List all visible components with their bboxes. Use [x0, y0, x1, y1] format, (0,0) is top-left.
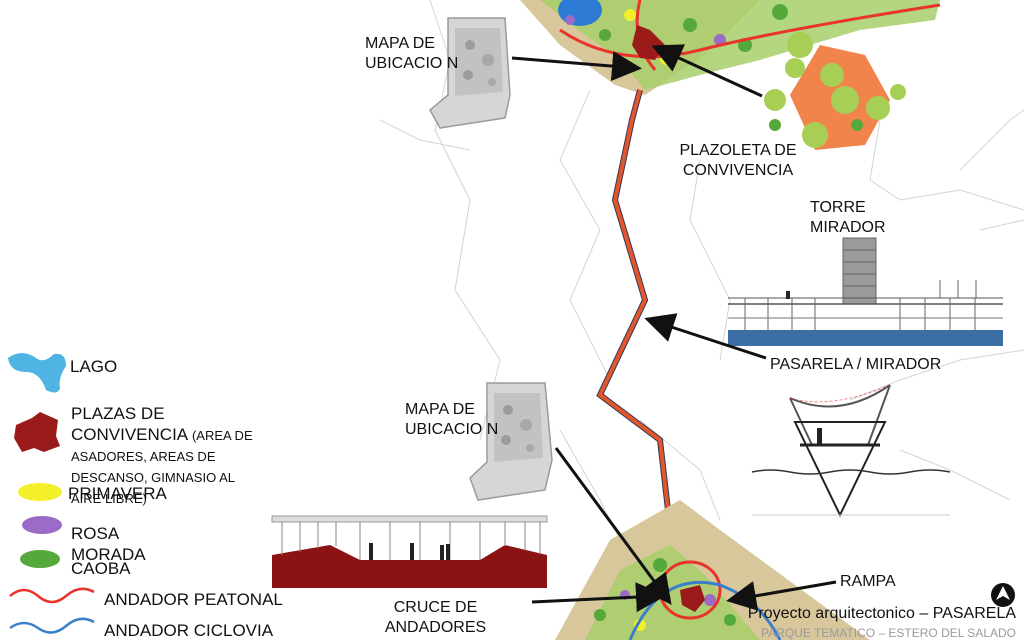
arrow-pasarela — [644, 313, 767, 360]
arrow-mapa-mid — [554, 447, 672, 605]
ciclovia-legend-icon — [9, 617, 95, 634]
caoba-tree — [683, 18, 697, 32]
caoba-tree — [653, 558, 667, 572]
label-pasarela: PASARELA / MIRADOR — [770, 356, 942, 373]
water-band — [728, 330, 1003, 346]
label-mapa-mid: MAPA DE UBICACIO N — [405, 401, 499, 438]
plazoleta-tree — [866, 96, 890, 120]
cruce-elevation — [271, 515, 548, 588]
arrow-cruce — [531, 582, 666, 613]
primavera-legend-icon — [18, 483, 62, 501]
legend-ciclovia: ANDADOR CICLOVIA — [104, 621, 274, 640]
lake-legend-icon — [8, 353, 66, 393]
plazoleta-tree — [764, 89, 786, 111]
plazoleta-area — [764, 32, 906, 150]
legend-plazas: PLAZAS DE CONVIVENCIA (AREA DE ASADORES,… — [71, 403, 261, 508]
caoba-tree — [772, 4, 788, 20]
rosa-tree — [704, 594, 716, 606]
footer-title: Proyecto arquitectonico – PASARELA — [747, 605, 1016, 622]
plazoleta-tree — [785, 58, 805, 78]
zone-bottom-green — [585, 545, 760, 640]
legend-symbols — [8, 353, 95, 634]
label-rampa: RAMPA — [840, 573, 896, 590]
label-torre: TORRE MIRADOR — [810, 199, 886, 236]
label-cruce: CRUCE DE ANDADORES — [384, 599, 487, 636]
callout-arrows — [511, 44, 837, 613]
legend-plazas-title: PLAZAS DE CONVIVENCIA — [71, 404, 188, 444]
legend-caoba: CAOBA — [71, 559, 131, 578]
rosa-tree — [565, 15, 575, 25]
caoba-tree — [724, 614, 736, 626]
plaza-legend-icon — [14, 412, 60, 452]
plazoleta-tree — [787, 32, 813, 58]
label-plazoleta: PLAZOLETA DE CONVIVENCIA — [679, 142, 797, 179]
caoba-tree — [599, 29, 611, 41]
caoba-tree — [594, 609, 606, 621]
plazoleta-tree — [831, 86, 859, 114]
plazoleta-tree — [802, 122, 828, 148]
peatonal-legend-icon — [9, 587, 95, 604]
caoba-legend-icon — [20, 550, 60, 568]
torre-elevation — [728, 237, 1003, 346]
legend-primavera: PRIMAVERA — [68, 484, 167, 503]
pasarela-section — [751, 384, 951, 518]
footer-subtitle: PARQUE TEMATICO – ESTERO DEL SALADO — [761, 626, 1016, 640]
plazoleta-tree — [890, 84, 906, 100]
peatonal-path-top — [559, 3, 941, 59]
plazoleta-tree — [851, 119, 863, 131]
arrow-plazoleta — [651, 44, 763, 98]
plazoleta-tree — [769, 119, 781, 131]
arrow-rampa — [726, 580, 837, 611]
map-monument-icon — [469, 382, 553, 501]
primavera-tree — [624, 9, 636, 21]
legend-plazas-detail: (AREA DE ASADORES, AREAS DE DESCANSO, GI… — [71, 428, 253, 506]
map-monument-icon — [429, 17, 511, 129]
plazoleta-tree — [820, 63, 844, 87]
legend-rosa: ROSA MORADA — [71, 524, 146, 564]
north-arrow-icon — [991, 583, 1015, 607]
plaza-bottom — [680, 585, 705, 612]
arrow-mapa-top — [511, 51, 642, 82]
legend-peatonal: ANDADOR PEATONAL — [104, 590, 283, 609]
bottom-park-zone — [555, 500, 870, 640]
label-mapa-top: MAPA DE UBICACIO N — [365, 35, 459, 72]
pasarela-path — [596, 89, 675, 546]
terrain-lines — [379, 0, 1024, 541]
rosa-legend-icon — [22, 516, 62, 534]
legend-lago: LAGO — [70, 357, 118, 376]
